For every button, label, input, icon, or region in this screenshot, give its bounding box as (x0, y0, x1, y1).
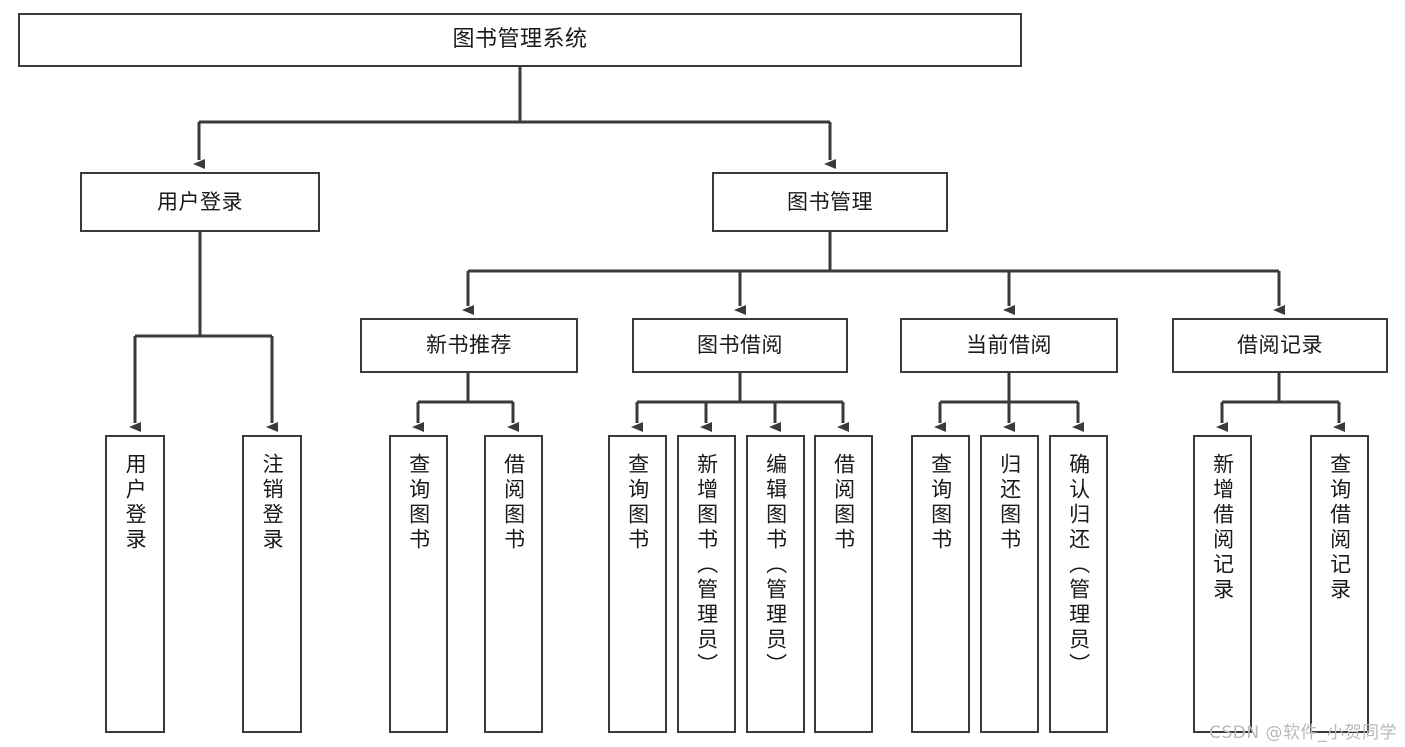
node-label: 借阅图书 (831, 453, 856, 553)
node-label: 借阅图书 (501, 453, 526, 553)
node-label: 查询图书 (406, 453, 431, 553)
node-label: 查询图书 (928, 453, 953, 553)
node-label: 注销登录 (260, 453, 285, 553)
leaf-edit-book-admin[interactable]: 编辑图书（管理员） (746, 435, 805, 733)
leaf-borrow-book-recommend[interactable]: 借阅图书 (484, 435, 543, 733)
leaf-add-borrow-record[interactable]: 新增借阅记录 (1193, 435, 1252, 733)
node-label: 新书推荐 (426, 333, 512, 358)
node-user-login[interactable]: 用户登录 (80, 172, 320, 232)
leaf-query-borrow-record[interactable]: 查询借阅记录 (1310, 435, 1369, 733)
node-label: 当前借阅 (966, 333, 1052, 358)
leaf-query-book-current[interactable]: 查询图书 (911, 435, 970, 733)
node-label: 编辑图书（管理员） (763, 453, 788, 678)
node-label: 归还图书 (997, 453, 1022, 553)
node-book-borrow[interactable]: 图书借阅 (632, 318, 848, 373)
node-label: 新增图书（管理员） (694, 453, 719, 678)
node-label: 查询图书 (625, 453, 650, 553)
node-label: 查询借阅记录 (1327, 453, 1352, 603)
leaf-add-book-admin[interactable]: 新增图书（管理员） (677, 435, 736, 733)
node-label: 确认归还（管理员） (1066, 453, 1091, 678)
node-label: 新增借阅记录 (1210, 453, 1235, 603)
leaf-query-book[interactable]: 查询图书 (608, 435, 667, 733)
node-borrow-records[interactable]: 借阅记录 (1172, 318, 1388, 373)
leaf-user-logout[interactable]: 注销登录 (242, 435, 302, 733)
leaf-confirm-return-admin[interactable]: 确认归还（管理员） (1049, 435, 1108, 733)
leaf-return-book[interactable]: 归还图书 (980, 435, 1039, 733)
leaf-query-book-recommend[interactable]: 查询图书 (389, 435, 448, 733)
node-current-borrow[interactable]: 当前借阅 (900, 318, 1118, 373)
leaf-user-login[interactable]: 用户登录 (105, 435, 165, 733)
node-label: 用户登录 (123, 453, 148, 553)
node-label: 借阅记录 (1237, 333, 1323, 358)
node-root-system[interactable]: 图书管理系统 (18, 13, 1022, 67)
node-book-management[interactable]: 图书管理 (712, 172, 948, 232)
node-label: 图书管理系统 (452, 27, 588, 53)
node-new-book-recommend[interactable]: 新书推荐 (360, 318, 578, 373)
node-label: 用户登录 (157, 189, 243, 214)
leaf-borrow-book[interactable]: 借阅图书 (814, 435, 873, 733)
watermark: CSDN @软件_小贺同学 (1209, 723, 1397, 743)
node-label: 图书借阅 (697, 333, 783, 358)
node-label: 图书管理 (787, 189, 873, 214)
